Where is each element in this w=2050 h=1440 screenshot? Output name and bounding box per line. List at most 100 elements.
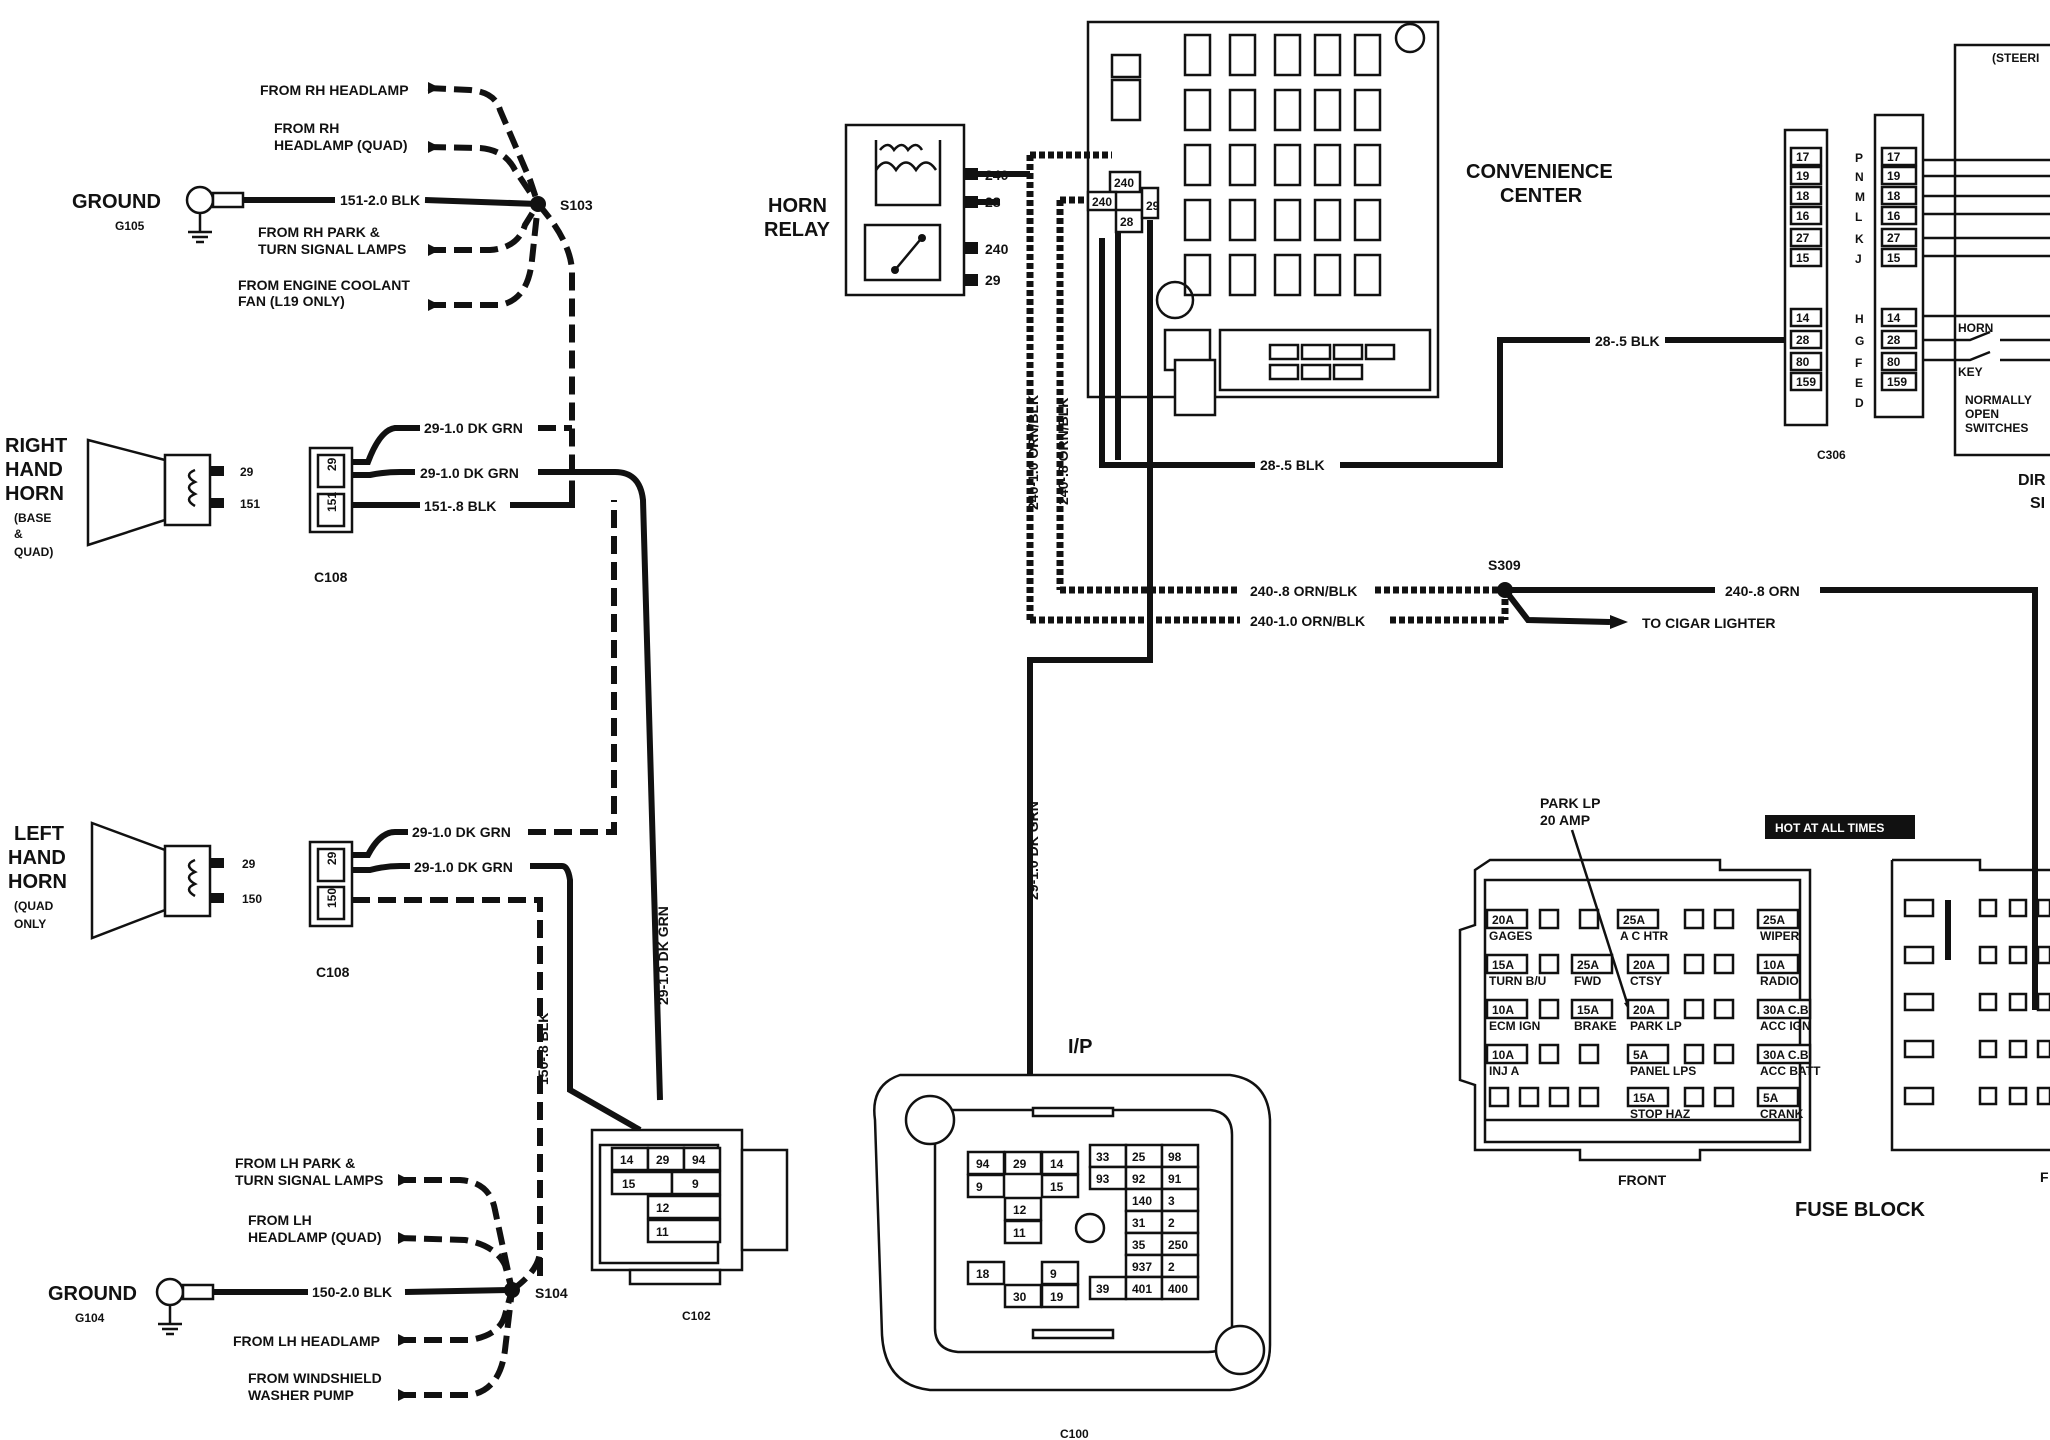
c306-left-pin-17: 17 [1796,150,1810,164]
wire-151-2.0-blk-label: 151-2.0 BLK [340,192,420,208]
c100-left-pin-9: 9 [976,1180,983,1194]
rear-slot [2008,1039,2028,1059]
fuse-cell [1626,1086,1670,1108]
wire-150-2.0-blk-label: 150-2.0 BLK [312,1284,392,1300]
fuse-cell [1485,998,1529,1020]
wire-240-8-vert-label: 240-.8 ORN/BLK [1055,398,1071,505]
fuse-label-15: CRANK [1760,1107,1804,1121]
park-callout-2: 20 AMP [1540,812,1590,828]
fuse-value-10: 30A C.B [1763,1003,1809,1017]
feed-rh-quad-1: FROM RH [274,120,339,136]
rear-terminal [1903,898,1935,918]
c306-letter-G: G [1855,334,1864,348]
fuse-label-11: INJ A [1489,1064,1520,1078]
fuse-block-title: FUSE BLOCK [1795,1199,1926,1221]
switch-note-3: SWITCHES [1965,421,2028,435]
arrow-icon [1610,615,1628,629]
left-horn-sub-1: (QUAD [14,899,54,913]
connector-c108-upper: 29 151 C108 [308,446,354,585]
fuse-label-9: PARK LP [1630,1019,1682,1033]
left-horn-label-2: HAND [8,847,66,869]
fuse-label-6: RADIO [1760,974,1799,988]
rear-slot [2008,898,2028,918]
fuse-value-0: 20A [1492,913,1514,927]
wire-28-mid-label: 28-.5 BLK [1260,457,1325,473]
ground-terminal-icon-2 [155,1277,185,1307]
c100-right-cell [1160,1275,1200,1301]
c306-left-pin-159: 159 [1796,375,1816,389]
rear-slot [1978,1086,1998,1106]
c306-letter-M: M [1855,190,1865,204]
c108b-pin-150: 150 [325,888,339,908]
c108b-pin-29: 29 [325,851,339,865]
right-horn-label-1: RIGHT [5,435,67,457]
ground-terminal-icon [185,185,215,215]
fuse-value-2: 25A [1763,913,1785,927]
connector-c100: I/P C100 [873,1036,1272,1440]
ground-g105-id: G105 [115,219,145,233]
c306-right-pin-box [1880,247,1918,268]
feed-rh-quad-2: HEADLAMP (QUAD) [274,137,408,153]
right-horn-sub-2: & [14,527,23,541]
fuse-cell [1626,953,1670,975]
fuse-cell [1756,1086,1800,1108]
feed-washer-1: FROM WINDSHIELD [248,1370,382,1386]
fuse-empty-slot [1538,953,1560,975]
c306-label: C306 [1817,448,1846,462]
key-switch-label: KEY [1958,365,1983,379]
c108a-pin-29: 29 [325,457,339,471]
c100-left-pin-12: 12 [1013,1203,1027,1217]
c100-left-cell [1040,1173,1080,1199]
fuse-label-10: ACC IGN [1760,1019,1811,1033]
si-cut-label: SI [2030,495,2045,512]
c306-right-pin-17: 17 [1887,150,1901,164]
feed-lh-quad-2: HEADLAMP (QUAD) [248,1229,382,1245]
cc-cell-240-a-text: 240 [1114,176,1134,190]
c108a-pin-151: 151 [325,492,339,512]
rear-slot [2036,1086,2050,1106]
fuse-label-14: STOP HAZ [1630,1107,1690,1121]
c306-left-pin-box [1789,247,1823,268]
c100-label: C100 [1060,1427,1089,1440]
fuse-empty-slot [1538,998,1560,1020]
rear-slot [1978,1039,1998,1059]
fuse-value-13: 30A C.B [1763,1048,1809,1062]
c102-pin-15: 15 [622,1177,636,1191]
c306-letter-K: K [1855,232,1864,246]
c100-right-pin-31: 31 [1132,1216,1146,1230]
c306-right-pin-box [1880,329,1918,350]
left-hand-horn: 29 150 LEFT HAND HORN (QUAD ONLY [8,821,262,940]
fuse-empty-slot [1538,908,1560,930]
c306-left-pin-28: 28 [1796,333,1810,347]
c100-right-pin-250: 250 [1168,1238,1188,1252]
c100-left-pin-94: 94 [976,1157,990,1171]
park-callout-1: PARK LP [1540,795,1600,811]
c108a-label: C108 [314,569,348,585]
right-horn-label-2: HAND [5,459,63,481]
upper-feeds: FROM RH HEADLAMP FROM RH HEADLAMP (QUAD)… [238,82,541,311]
right-horn-sub-3: QUAD) [14,545,53,559]
fuse-cell [1485,953,1529,975]
right-horn-sub-1: (BASE [14,511,51,525]
c100-left2-pin-9: 9 [1050,1267,1057,1281]
lower-feeds: FROM LH PARK & TURN SIGNAL LAMPS FROM LH… [233,1155,515,1403]
c306-left-pin-box [1789,146,1823,167]
wire-29-ip-label: 29-1.0 DK GRN [1025,801,1041,900]
connector-c108-lower: 29 150 C108 [308,840,354,980]
c102-pin-29: 29 [656,1153,670,1167]
fuse-cell [1756,953,1800,975]
c306-left-pin-19: 19 [1796,169,1810,183]
fuse-value-15: 5A [1763,1091,1779,1105]
c100-left2-pin-19: 19 [1050,1290,1064,1304]
rear-slot [2036,898,2050,918]
c306-left-pin-box [1789,307,1823,328]
wire-28-top-label: 28-.5 BLK [1595,333,1660,349]
c100-right-pin-2: 2 [1168,1260,1175,1274]
cc-cell-29-text: 29 [1146,199,1160,213]
fuse-empty-slot [1713,953,1735,975]
c306-right-pin-box [1880,205,1918,226]
c306-letter-H: H [1855,312,1864,326]
fuse-empty-slot [1683,1086,1705,1108]
hot-at-all-times-text: HOT AT ALL TIMES [1775,821,1884,835]
cc-cell-240-b-text: 240 [1092,195,1112,209]
